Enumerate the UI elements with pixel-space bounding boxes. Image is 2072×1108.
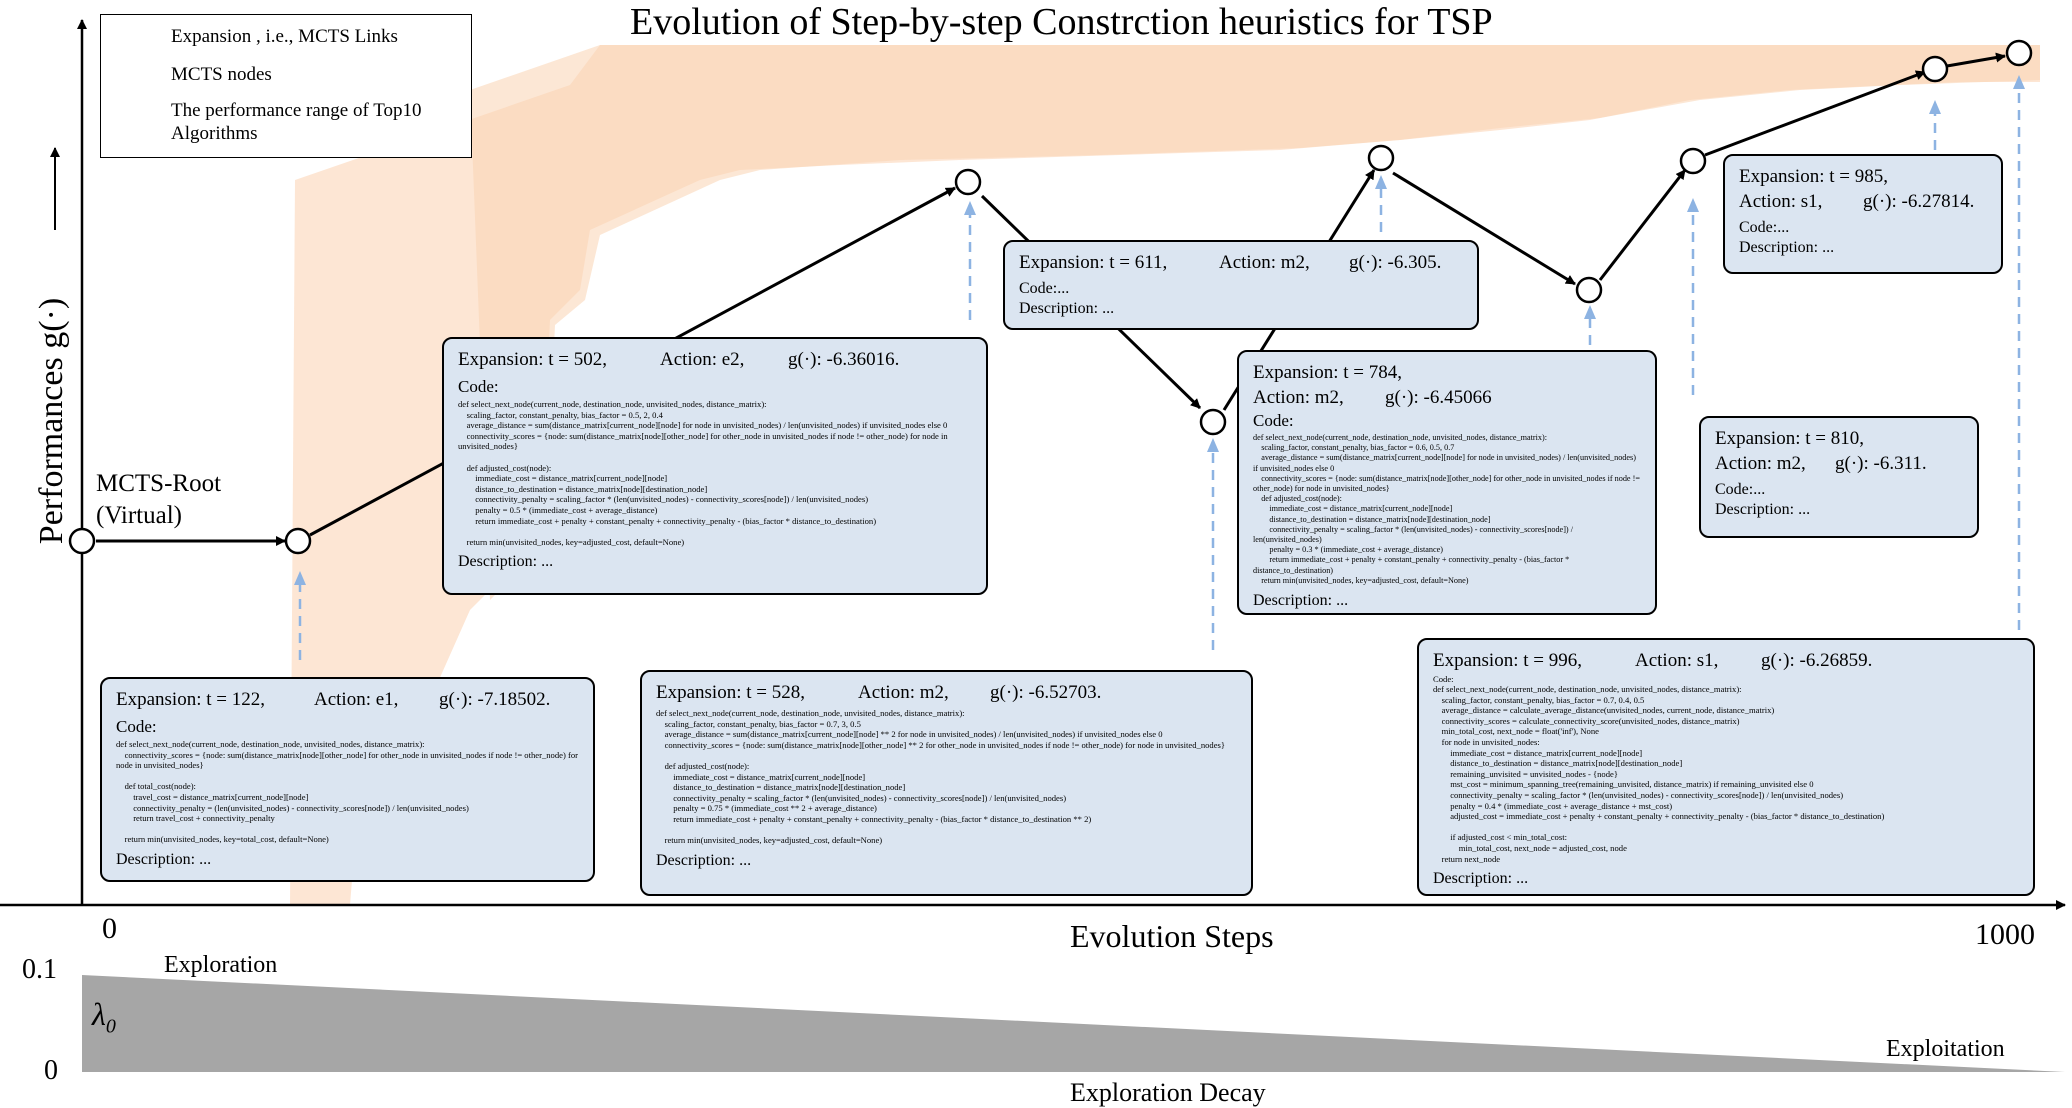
legend-node-label: MCTS nodes xyxy=(171,64,272,85)
mcts-node-t810 xyxy=(1679,147,1707,175)
code-snippet: def select_next_node(current_node, desti… xyxy=(116,739,578,845)
mcts-node-t528 xyxy=(1199,408,1227,436)
x-start-tick: 0 xyxy=(102,912,117,945)
box-header: Expansion: t = 502,Action: e2,g(·): -6.3… xyxy=(458,349,900,370)
mcts-node-t611 xyxy=(1367,144,1395,172)
x-axis-label: Evolution Steps xyxy=(1070,918,1274,954)
mcts-root-label: MCTS-Root (Virtual) xyxy=(96,468,221,532)
expansion-box-t996: Expansion: t = 996,Action: s1,g(·): -6.2… xyxy=(1417,638,2035,896)
code-snippet: def select_next_node(current_node, desti… xyxy=(656,708,1226,846)
expansion-box-t502: Expansion: t = 502,Action: e2,g(·): -6.3… xyxy=(442,337,988,595)
box-header: Expansion: t = 810, xyxy=(1715,428,1864,449)
lambda-bottom-value: 0 xyxy=(44,1055,58,1086)
top10-range-inner xyxy=(470,45,2040,600)
code-snippet: def select_next_node(current_node, desti… xyxy=(1253,433,1640,585)
expansion-box-t985: Expansion: t = 985, Action: s1,g(·): -6.… xyxy=(1723,154,2003,274)
code-snippet: def select_next_node(current_node, desti… xyxy=(1433,684,1885,864)
code-label: Code:... xyxy=(1739,219,1790,236)
box-header: Expansion: t = 985, xyxy=(1739,166,1888,187)
root-label-line2: (Virtual) xyxy=(96,502,182,529)
description-label: Description: ... xyxy=(1253,592,1349,610)
mcts-node-t502 xyxy=(954,168,982,196)
code-label: Code: xyxy=(458,377,499,396)
description-label: Description: ... xyxy=(458,553,554,571)
expansion-box-t611: Expansion: t = 611,Action: m2,g(·): -6.3… xyxy=(1003,240,1479,330)
code-snippet: def select_next_node(current_node, desti… xyxy=(458,399,948,547)
mcts-node-t784 xyxy=(1575,276,1603,304)
mcts-node-t122 xyxy=(284,527,312,555)
lambda-symbol: λ0 xyxy=(92,996,116,1038)
y-axis-label: Performances g(·) xyxy=(33,297,70,545)
box-header-line2: Action: m2,g(·): -6.311. xyxy=(1715,453,1927,474)
legend-arrow-label: Expansion , i.e., MCTS Links xyxy=(171,26,398,47)
expansion-box-t122: Expansion: t = 122,Action: e1,g(·): -7.1… xyxy=(100,677,595,882)
description-label: Description: ... xyxy=(656,851,752,869)
code-label: Code: xyxy=(1253,411,1294,430)
mcts-root-node xyxy=(68,527,96,555)
dashed-pointer-arrows xyxy=(294,75,2025,660)
root-label-line1: MCTS-Root xyxy=(96,470,222,497)
box-header: Expansion: t = 996,Action: s1,g(·): -6.2… xyxy=(1433,650,1873,671)
exploration-decay-label: Exploration Decay xyxy=(1070,1078,1266,1107)
description-label: Description: ... xyxy=(1433,870,1529,888)
description-label: Description: ... xyxy=(1715,501,1811,518)
exploration-label: Exploration xyxy=(164,952,278,978)
box-header: Expansion: t = 611,Action: m2,g(·): -6.3… xyxy=(1019,252,1442,273)
box-header: Expansion: t = 784, xyxy=(1253,362,1402,383)
mcts-node-t996 xyxy=(2005,39,2033,67)
diagram-title: Evolution of Step-by-step Constrction he… xyxy=(630,1,1493,43)
description-label: Description: ... xyxy=(116,850,212,868)
box-header: Expansion: t = 528,Action: m2,g(·): -6.5… xyxy=(656,682,1102,703)
expansion-box-t810: Expansion: t = 810, Action: m2,g(·): -6.… xyxy=(1699,416,1979,538)
description-label: Description: ... xyxy=(1019,300,1115,317)
legend-range-label: The performance range of Top10 Algorithm… xyxy=(171,100,422,144)
exploration-decay-wedge xyxy=(82,975,2065,1072)
code-label: Code: xyxy=(1433,674,1454,684)
expansion-box-t784: Expansion: t = 784, Action: m2,g(·): -6.… xyxy=(1237,350,1657,615)
legend: Expansion , i.e., MCTS Links MCTS nodes … xyxy=(100,14,472,158)
exploitation-label: Exploitation xyxy=(1886,1036,2005,1062)
box-header-line2: Action: s1,g(·): -6.27814. xyxy=(1739,191,1975,212)
box-header: Expansion: t = 122,Action: e1,g(·): -7.1… xyxy=(116,689,551,710)
description-label: Description: ... xyxy=(1739,239,1835,256)
expansion-box-t528: Expansion: t = 528,Action: m2,g(·): -6.5… xyxy=(640,670,1253,896)
code-label: Code:... xyxy=(1715,481,1766,498)
box-header-line2: Action: m2,g(·): -6.45066 xyxy=(1253,387,1492,408)
code-label: Code:... xyxy=(1019,280,1070,297)
mcts-node-t985 xyxy=(1921,55,1949,83)
code-label: Code: xyxy=(116,717,157,736)
x-end-tick: 1000 xyxy=(1975,918,2035,951)
lambda-top-value: 0.1 xyxy=(22,954,57,985)
